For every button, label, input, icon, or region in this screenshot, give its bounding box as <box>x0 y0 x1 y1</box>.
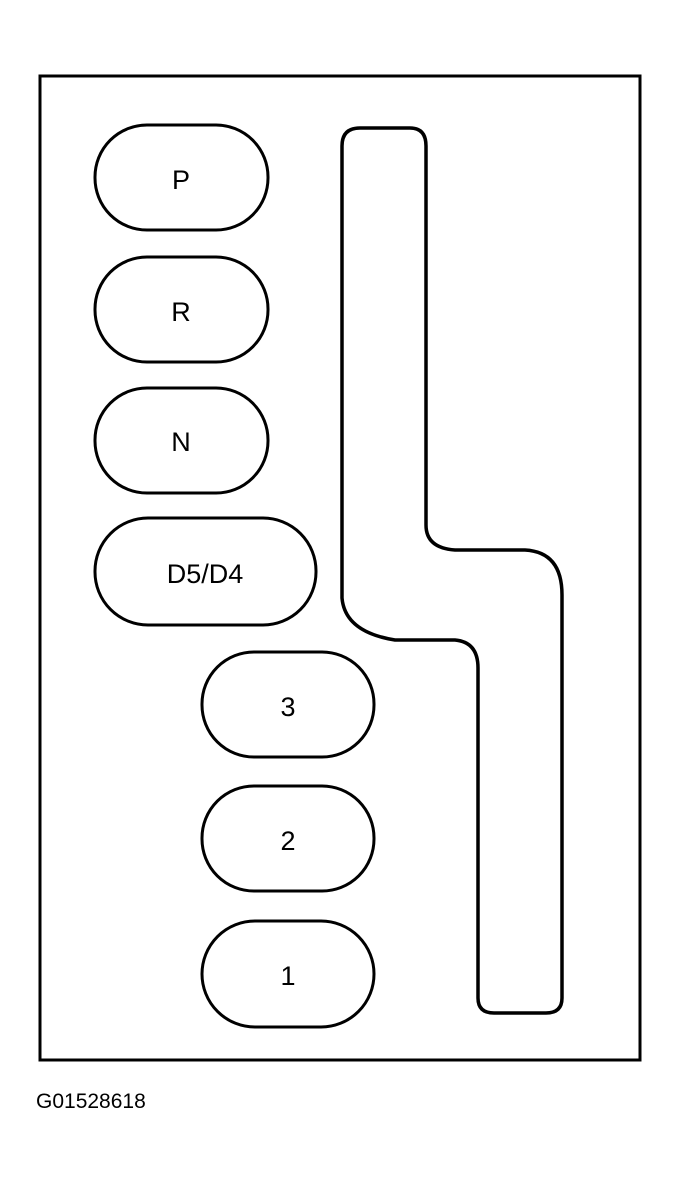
gear-position-p: P <box>93 123 270 232</box>
gear-label-r: R <box>171 297 191 327</box>
gear-label-2: 2 <box>280 826 295 856</box>
shift-gate-slot <box>340 126 564 1015</box>
panel-frame <box>38 74 642 1062</box>
gear-position-1: 1 <box>200 919 376 1029</box>
gear-position-3: 3 <box>200 650 376 759</box>
gear-position-d5d4: D5/D4 <box>93 516 318 627</box>
gear-position-r: R <box>93 255 270 364</box>
figure-id: G01528618 <box>36 1090 146 1113</box>
gear-position-n: N <box>93 386 270 495</box>
gear-position-2: 2 <box>200 784 376 893</box>
gear-label-n: N <box>171 427 191 457</box>
gear-label-1: 1 <box>280 961 295 991</box>
gear-label-p: P <box>172 165 190 195</box>
gear-label-d5d4: D5/D4 <box>167 559 244 589</box>
gear-label-3: 3 <box>280 692 295 722</box>
